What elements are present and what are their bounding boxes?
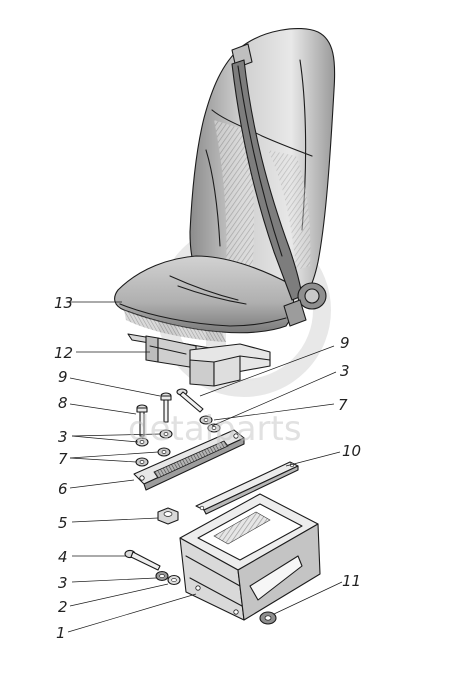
bolt-9-left bbox=[160, 392, 172, 423]
nut-5 bbox=[157, 507, 179, 525]
seat-pedestal bbox=[189, 343, 271, 387]
callout-8: 8 bbox=[58, 394, 68, 412]
seat-belt bbox=[231, 59, 327, 327]
callout-3-mid: 3 bbox=[58, 428, 68, 446]
bolt-4 bbox=[124, 549, 161, 571]
callout-12: 10 bbox=[342, 442, 361, 460]
callout-4: 4 bbox=[58, 548, 68, 566]
callout-9-right: 9 bbox=[340, 334, 350, 352]
callout-3-right: 3 bbox=[340, 362, 350, 380]
washers-upper bbox=[135, 415, 221, 467]
bolt-9-right bbox=[176, 388, 204, 413]
callout-11: 13 bbox=[54, 294, 73, 312]
callout-7-left: 7 bbox=[58, 450, 68, 468]
callout-1: 1 bbox=[56, 624, 66, 642]
washers-lower bbox=[155, 570, 181, 586]
leader-lines bbox=[67, 301, 343, 633]
callout-9-left: 9 bbox=[58, 368, 68, 386]
plate-6 bbox=[133, 429, 245, 491]
strip-12 bbox=[195, 461, 299, 515]
washer-13 bbox=[259, 611, 277, 625]
callout-3-lower: 3 bbox=[58, 574, 68, 592]
bolt-8 bbox=[136, 404, 148, 437]
callout-7-right: 7 bbox=[338, 396, 348, 414]
callout-2: 2 bbox=[58, 598, 68, 616]
slide-rail bbox=[127, 333, 215, 369]
callout-6: 6 bbox=[58, 480, 68, 498]
seat-cushion bbox=[114, 255, 295, 342]
callout-labels: 13 12 9 9 3 8 7 3 7 6 10 5 4 3 2 1 11 bbox=[54, 294, 361, 642]
watermark-text: detalparts bbox=[128, 409, 302, 449]
callout-10: 12 bbox=[54, 344, 73, 362]
callout-13: 11 bbox=[342, 572, 361, 590]
callout-5: 5 bbox=[58, 514, 68, 532]
base-frame-1 bbox=[179, 493, 321, 621]
